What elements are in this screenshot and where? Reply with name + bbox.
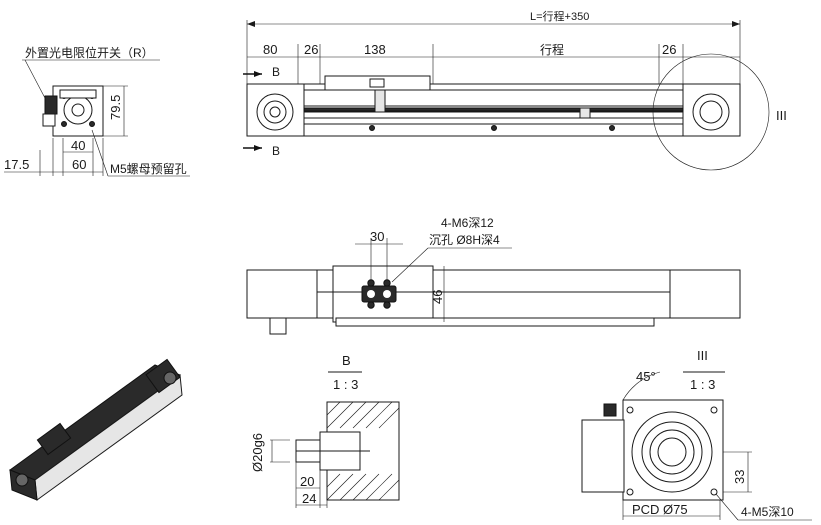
dim-overall-length: L=行程+350	[530, 10, 589, 23]
dim-40: 40	[71, 138, 85, 153]
dim-79-5: 79.5	[108, 95, 123, 120]
dim-26-left: 26	[304, 42, 318, 57]
dim-60: 60	[72, 157, 86, 172]
dim-24: 24	[302, 491, 316, 506]
section-b-top: B	[272, 65, 280, 79]
dim-80: 80	[263, 42, 277, 57]
pcd-label: PCD Ø75	[632, 502, 688, 517]
m5-label: 4-M5深10	[741, 505, 794, 519]
section-b-bottom: B	[272, 144, 280, 158]
m6-label: 4-M6深12	[441, 216, 494, 230]
dim-17-5: 17.5	[4, 157, 29, 172]
detail-iii-scale: 1 : 3	[690, 377, 715, 392]
dim-26-right: 26	[662, 42, 676, 57]
detail-iii-view: III 1 : 3 45° PCD Ø75 33 4-M5深10	[581, 348, 812, 521]
dim-stroke: 行程	[540, 42, 564, 57]
detail-iii-title: III	[697, 348, 708, 363]
detail-iii-callout	[652, 53, 770, 171]
detail-iii-flange	[622, 399, 724, 501]
top-body	[246, 269, 741, 319]
counterbore-label: 沉孔 Ø8H深4	[429, 233, 500, 247]
section-b-title: B	[342, 353, 351, 368]
dim-33: 33	[732, 470, 747, 484]
dim-30: 30	[370, 229, 384, 244]
dim-138: 138	[364, 42, 386, 57]
front-view: L=行程+350 80 26 138 行程 26	[243, 10, 787, 171]
isometric-view	[8, 358, 183, 501]
dim-46: 46	[430, 290, 445, 304]
sensor-label: 外置光电限位开关（R）	[25, 45, 154, 60]
end-view: 外置光电限位开关（R） 79.5 40 60 17.5 M5螺母预留孔	[4, 45, 190, 177]
section-b-scale: 1 : 3	[333, 377, 358, 392]
dim-20: 20	[300, 474, 314, 489]
dim-shaft-dia: Ø20g6	[250, 433, 265, 472]
nut-hole-label: M5螺母预留孔	[110, 162, 187, 176]
detail-iii-label: III	[776, 108, 787, 123]
top-view: 30 46 4-M6深12 沉孔 Ø8H深4	[246, 216, 741, 335]
section-b-view: B 1 : 3 Ø20g6 20 24	[250, 353, 400, 508]
photo-sensor	[44, 95, 58, 115]
